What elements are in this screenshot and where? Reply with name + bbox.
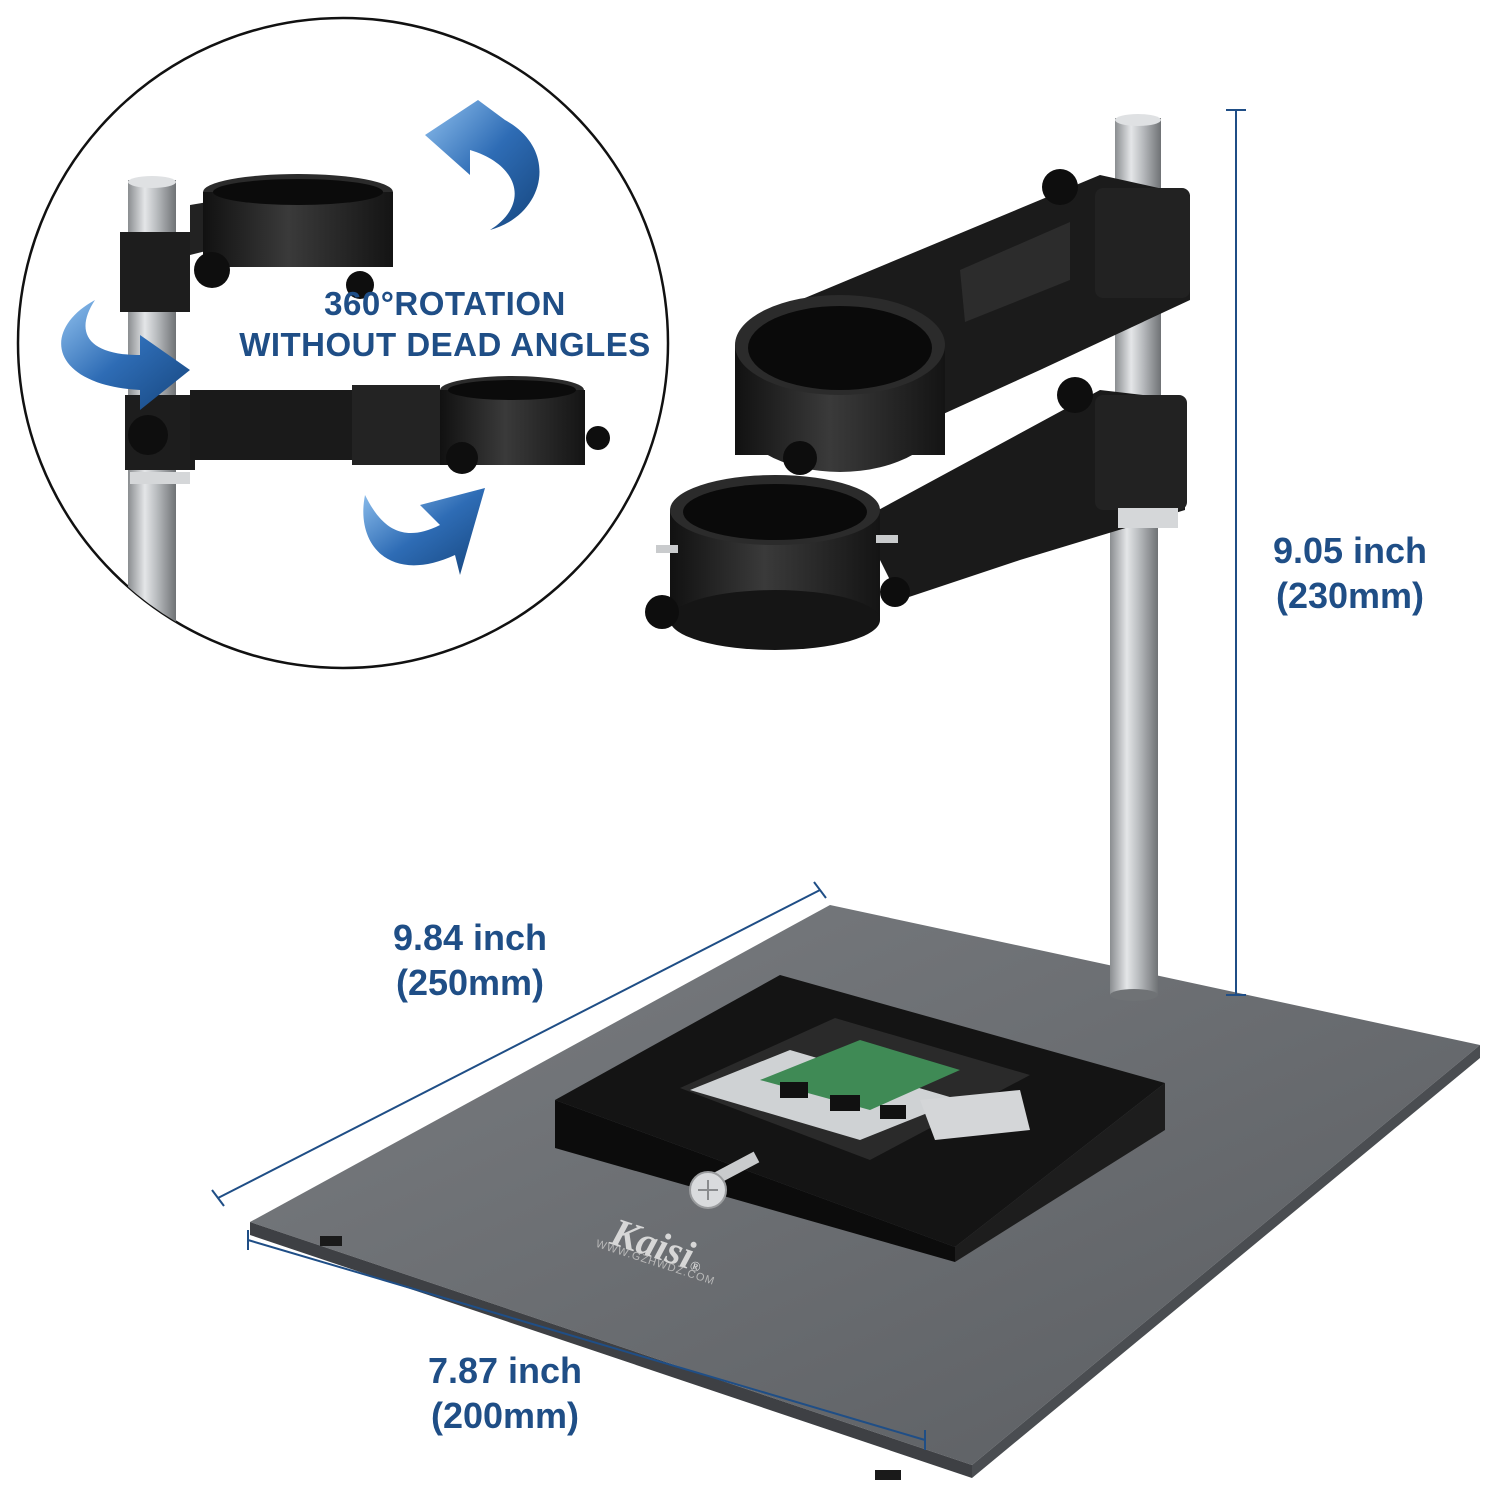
rotate-arrow-icon: [61, 300, 190, 410]
height-inch: 9.05 inch: [1272, 530, 1428, 571]
height-dimension-line: [1226, 109, 1246, 996]
pcb-holder: [555, 975, 1165, 1262]
depth-mm: (250mm): [395, 962, 545, 1003]
vertical-rod: [1110, 114, 1161, 1001]
width-dimension-label: 7.87 inch (200mm): [395, 1348, 615, 1438]
width-mm: (200mm): [430, 1395, 580, 1436]
rotate-arrow-icon: [425, 100, 540, 230]
depth-dimension-line: [211, 881, 827, 1207]
width-inch: 7.87 inch: [427, 1350, 583, 1391]
width-dimension-line: [247, 1230, 926, 1450]
upper-clamp-arm: [735, 169, 1190, 475]
height-dimension-label: 9.05 inch (230mm): [1245, 528, 1455, 618]
depth-dimension-label: 9.84 inch (250mm): [360, 915, 580, 1005]
rotation-detail-callout: [16, 16, 670, 670]
rotation-caption: 360°ROTATION WITHOUT DEAD ANGLES: [215, 283, 675, 366]
rotation-caption-line2: WITHOUT DEAD ANGLES: [239, 326, 651, 364]
depth-inch: 9.84 inch: [392, 917, 548, 958]
height-mm: (230mm): [1275, 575, 1425, 616]
rotation-caption-line1: 360°ROTATION: [324, 285, 566, 322]
rotate-arrow-icon: [363, 488, 485, 575]
lower-clamp-arm: [645, 377, 1187, 650]
